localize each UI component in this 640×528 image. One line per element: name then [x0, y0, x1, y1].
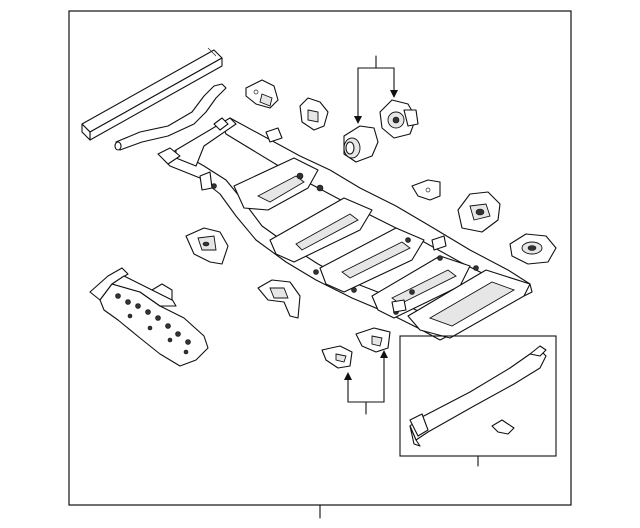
tube-crossmember[interactable] — [114, 83, 227, 151]
bracket-pair-callout — [344, 350, 388, 415]
diagram-border — [68, 10, 572, 506]
motor-mount-callout — [354, 55, 398, 124]
bracket-right-upper[interactable] — [411, 179, 441, 201]
bracket-right-mid[interactable] — [457, 191, 501, 233]
bracket-left-mid[interactable] — [185, 227, 229, 265]
side-rail-left[interactable] — [89, 267, 209, 367]
bracket-right-lower[interactable] — [509, 233, 557, 265]
frame-rail-left-top[interactable] — [81, 47, 223, 141]
bracket-center-lower[interactable] — [257, 279, 301, 319]
motor-mount-right[interactable] — [379, 99, 419, 139]
mount-bracket-curled[interactable] — [299, 97, 329, 131]
motor-mount-left[interactable] — [343, 125, 379, 163]
inset-crossmember[interactable] — [399, 335, 557, 467]
bracket-small-top[interactable] — [245, 79, 279, 109]
bracket-pair-bottom[interactable] — [321, 327, 391, 369]
